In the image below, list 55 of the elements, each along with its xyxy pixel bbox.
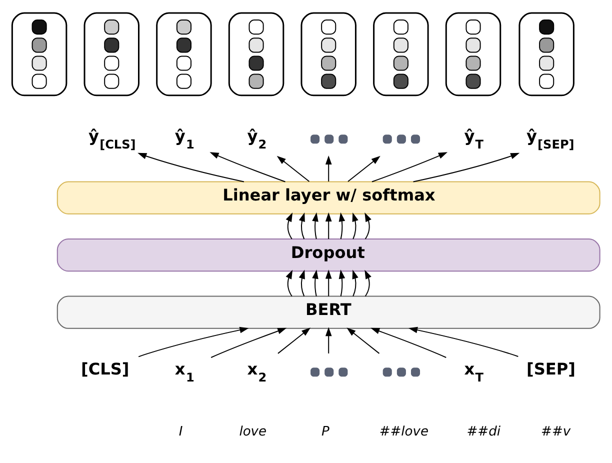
arrow <box>372 152 448 182</box>
node-box <box>156 12 212 96</box>
node-text: ŷ$_{T}$ <box>464 126 484 151</box>
arrow <box>298 269 305 296</box>
node-text: x$_{T}$ <box>464 358 484 384</box>
node-text: ŷ$_{2}$ <box>247 126 267 151</box>
arrow <box>348 155 380 182</box>
arrow <box>325 326 332 353</box>
arrow <box>278 327 311 354</box>
arrow <box>352 212 358 239</box>
arrow <box>408 326 518 356</box>
node-box: BERT <box>56 295 600 328</box>
arrow <box>298 212 305 239</box>
node-box <box>228 12 284 96</box>
node-text: ŷ$_{1}$ <box>174 126 194 151</box>
node-box <box>373 12 429 96</box>
node-text: ŷ$_{[SEP]}$ <box>526 126 574 151</box>
node-text: [CLS] <box>80 358 130 378</box>
node-box <box>300 12 356 96</box>
label: ##love <box>379 424 429 439</box>
arrow <box>413 152 520 182</box>
arrow <box>338 212 346 239</box>
node-text: x$_{1}$ <box>174 358 194 384</box>
arrow <box>312 212 318 239</box>
node-text: ŷ$_{[CLS]}$ <box>88 126 136 151</box>
label: ##di <box>466 424 500 439</box>
arrow <box>325 269 332 296</box>
label: love <box>239 424 267 439</box>
node-box: Dropout <box>56 238 600 272</box>
arrow <box>325 154 332 181</box>
node-box <box>445 12 502 96</box>
arrow <box>312 269 318 296</box>
node-text: [SEP] <box>526 358 576 378</box>
arrow <box>210 152 286 182</box>
arrow <box>370 327 446 358</box>
arrow <box>276 155 310 182</box>
node-box: Linear layer w/ softmax <box>56 180 600 214</box>
arrow <box>364 212 372 239</box>
node-box <box>84 12 140 96</box>
label: P <box>322 424 330 439</box>
node-text: x$_{2}$ <box>247 358 267 384</box>
node-box <box>518 12 574 96</box>
node-box <box>11 12 68 96</box>
arrow <box>286 269 293 296</box>
arrow <box>338 269 346 296</box>
arrow <box>364 269 372 296</box>
label: ##v <box>541 424 571 439</box>
arrow <box>325 212 332 238</box>
arrow <box>286 212 293 239</box>
arrow <box>346 327 380 354</box>
label: I <box>178 424 183 439</box>
arrow <box>352 269 358 296</box>
arrow <box>138 152 244 182</box>
arrow <box>210 327 287 358</box>
arrow <box>138 326 249 357</box>
